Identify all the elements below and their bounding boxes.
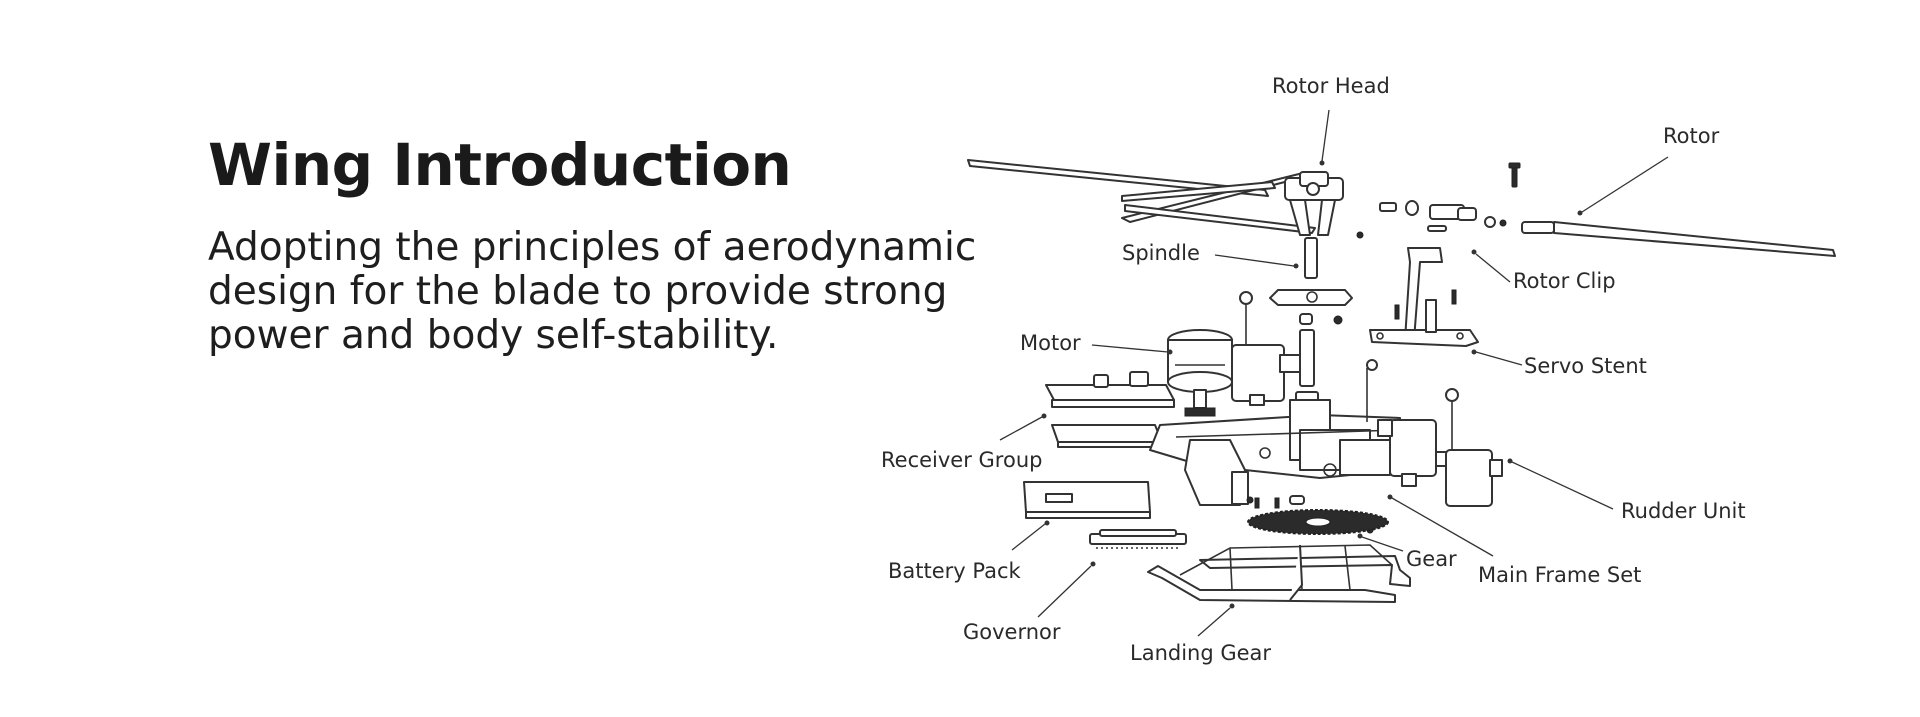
servo-stent-part <box>1356 231 1479 347</box>
receiver-group-part <box>1045 371 1175 448</box>
label-gear: Gear <box>1406 547 1457 571</box>
servo-motor-side-part <box>1231 291 1301 406</box>
label-servo-stent: Servo Stent <box>1524 354 1647 378</box>
label-receiver-group: Receiver Group <box>881 448 1042 472</box>
label-governor: Governor <box>963 620 1061 644</box>
rotor-clip-part <box>1379 200 1507 232</box>
main-shaft-part <box>1295 313 1343 403</box>
label-main-frame-set: Main Frame Set <box>1478 563 1641 587</box>
gear-part <box>1247 509 1389 535</box>
rotor-part <box>1508 162 1836 257</box>
main-rotor-blades <box>967 159 1316 234</box>
page-title: Wing Introduction <box>208 131 792 199</box>
landing-gear-part <box>1147 544 1411 603</box>
intro-description: Adopting the principles of aerodynamic d… <box>208 225 977 358</box>
label-rotor-clip: Rotor Clip <box>1513 269 1616 293</box>
label-spindle: Spindle <box>1122 241 1200 265</box>
battery-pack-part <box>1023 481 1151 519</box>
label-motor: Motor <box>1020 331 1081 355</box>
label-rudder-unit: Rudder Unit <box>1621 499 1746 523</box>
leader-lines <box>999 109 1669 637</box>
label-battery-pack: Battery Pack <box>888 559 1022 583</box>
label-landing-gear: Landing Gear <box>1130 641 1271 665</box>
spindle-part <box>1269 237 1353 306</box>
label-rotor-head: Rotor Head <box>1272 74 1390 98</box>
rotor-head-part <box>1284 171 1344 236</box>
rudder-unit-part <box>1377 388 1503 507</box>
governor-part <box>1089 529 1187 549</box>
motor-part <box>1167 329 1233 417</box>
label-rotor: Rotor <box>1663 124 1720 148</box>
main-frame-set-part <box>1149 359 1401 506</box>
